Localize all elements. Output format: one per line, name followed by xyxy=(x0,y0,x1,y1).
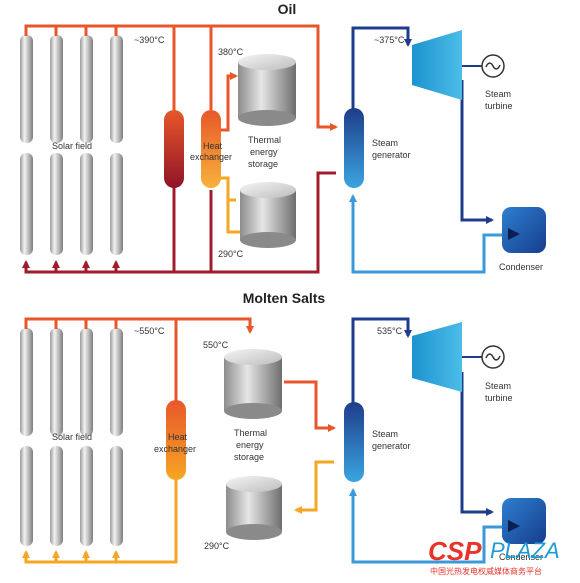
watermark-brand-b: PLAZA xyxy=(490,538,560,563)
generator-icon xyxy=(481,345,505,369)
steam-temp: 535°C xyxy=(377,326,403,336)
solar-collector-tube xyxy=(80,35,93,143)
salts-cold-loop xyxy=(22,460,334,564)
salts-hot-tank xyxy=(224,349,282,419)
hx-label-1: Heat xyxy=(203,141,223,151)
oil-title: Oil xyxy=(278,1,297,17)
solar-collector-tube xyxy=(110,153,123,255)
condenser-label: Condenser xyxy=(499,552,543,562)
turbine-label-2: turbine xyxy=(485,101,513,111)
heat-exchanger xyxy=(201,110,221,188)
condenser xyxy=(502,498,546,544)
steam-temp: ~375°C xyxy=(374,35,405,45)
solar-field-label: Solar field xyxy=(52,432,92,442)
steam-turbine xyxy=(412,30,462,100)
watermark-sub: 中国光热发电权威媒体商务平台 xyxy=(430,566,542,576)
tank-cold-temp: 290°C xyxy=(204,541,230,551)
solar-field-label: Solar field xyxy=(52,141,92,151)
oil-section: Oil Solar field xyxy=(20,1,546,274)
solar-collector-tube xyxy=(80,328,93,436)
storage-label-1: Thermal xyxy=(234,428,267,438)
oil-hot-tank xyxy=(238,54,296,126)
sg-label-1: Steam xyxy=(372,429,398,439)
turbine-label-2: turbine xyxy=(485,393,513,403)
sg-label-2: generator xyxy=(372,150,411,160)
salts-hot-temp: ~550°C xyxy=(134,326,165,336)
salts-solar-field: Solar field xyxy=(20,328,123,546)
solar-collector-tube xyxy=(20,153,33,255)
solar-collector-tube xyxy=(110,35,123,143)
storage-label-1: Thermal xyxy=(248,135,281,145)
steam-generator xyxy=(344,402,364,482)
salts-section: Molten Salts Solar field xyxy=(20,290,546,564)
tank-hot-temp: 380°C xyxy=(218,47,244,57)
tank-hot-temp: 550°C xyxy=(203,340,229,350)
solar-collector-tube xyxy=(50,153,63,255)
storage-label-3: storage xyxy=(248,159,278,169)
salts-title: Molten Salts xyxy=(243,290,326,306)
steam-turbine xyxy=(412,322,462,392)
oil-cold-loop xyxy=(22,171,336,274)
watermark: CSP PLAZA 中国光热发电权威媒体商务平台 xyxy=(428,536,560,576)
solar-collector-tube xyxy=(50,35,63,143)
heat-exchanger xyxy=(166,400,186,480)
oil-cold-tank xyxy=(240,182,296,248)
heat-exchanger xyxy=(164,110,184,188)
solar-collector-tube xyxy=(110,446,123,546)
storage-label-2: energy xyxy=(236,440,264,450)
generator-icon xyxy=(481,54,505,78)
turbine-label-1: Steam xyxy=(485,381,511,391)
hx-label-2: exchanger xyxy=(154,444,196,454)
pump-arrow-icon xyxy=(508,228,520,240)
turbine-label-1: Steam xyxy=(485,89,511,99)
tank-cold-temp: 290°C xyxy=(218,249,244,259)
solar-collector-tube xyxy=(20,328,33,436)
solar-collector-tube xyxy=(50,328,63,436)
solar-collector-tube xyxy=(20,446,33,546)
sg-label-1: Steam xyxy=(372,138,398,148)
condenser xyxy=(502,207,546,253)
solar-collector-tube xyxy=(80,446,93,546)
condenser-label: Condenser xyxy=(499,262,543,272)
sg-label-2: generator xyxy=(372,441,411,451)
salts-steam-loop xyxy=(349,317,502,564)
oil-storage-lines xyxy=(220,72,240,234)
storage-label-3: storage xyxy=(234,452,264,462)
solar-collector-tube xyxy=(50,446,63,546)
solar-collector-tube xyxy=(20,35,33,143)
hx-label-2: exchanger xyxy=(190,152,232,162)
oil-hot-loop xyxy=(24,24,338,131)
watermark-brand-a: CSP xyxy=(428,536,482,566)
storage-label-2: energy xyxy=(250,147,278,157)
oil-solar-field: Solar field xyxy=(20,35,123,255)
salts-cold-tank xyxy=(226,476,282,540)
pump-arrow-icon xyxy=(508,520,520,532)
oil-hot-temp: ~390°C xyxy=(134,35,165,45)
solar-collector-tube xyxy=(80,153,93,255)
steam-generator xyxy=(344,108,364,188)
oil-steam-loop xyxy=(349,26,502,274)
salts-hot-loop xyxy=(24,317,336,432)
solar-collector-tube xyxy=(110,328,123,436)
hx-label-1: Heat xyxy=(168,432,188,442)
